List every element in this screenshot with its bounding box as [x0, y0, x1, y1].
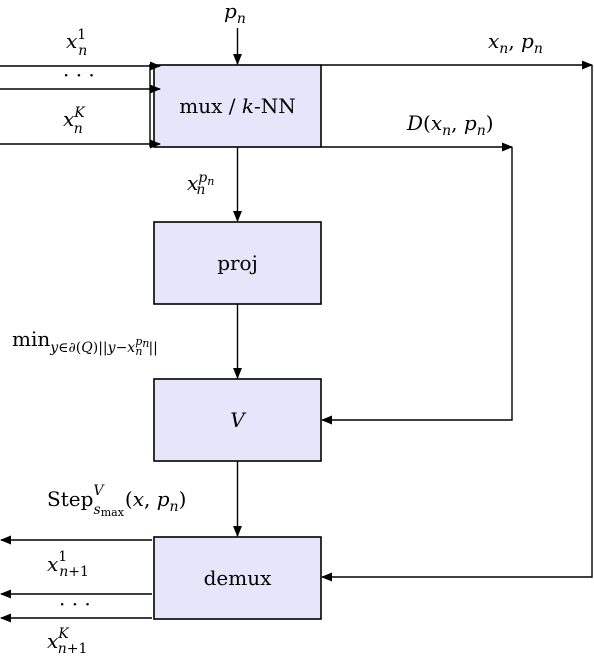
d-to-v — [320, 147, 513, 425]
v-label: V — [230, 408, 247, 432]
demux-label: demux — [204, 566, 272, 590]
xn-pn-label: xn, pn — [488, 29, 543, 57]
d-xn-pn-label: D(xn, pn) — [406, 111, 494, 139]
mux-knn-block: mux / k-NN — [153, 64, 322, 148]
feedback-to-demux — [320, 65, 593, 582]
proj-label: proj — [217, 251, 258, 275]
input-dots-label: · · · — [63, 63, 95, 87]
v-block: V — [153, 378, 322, 462]
output-dots-label: · · · — [59, 592, 91, 616]
demux-block: demux — [153, 536, 322, 620]
pn-label: pn — [224, 0, 246, 27]
mux-knn-label: mux / k-NN — [179, 94, 295, 118]
proj-block: proj — [153, 221, 322, 305]
